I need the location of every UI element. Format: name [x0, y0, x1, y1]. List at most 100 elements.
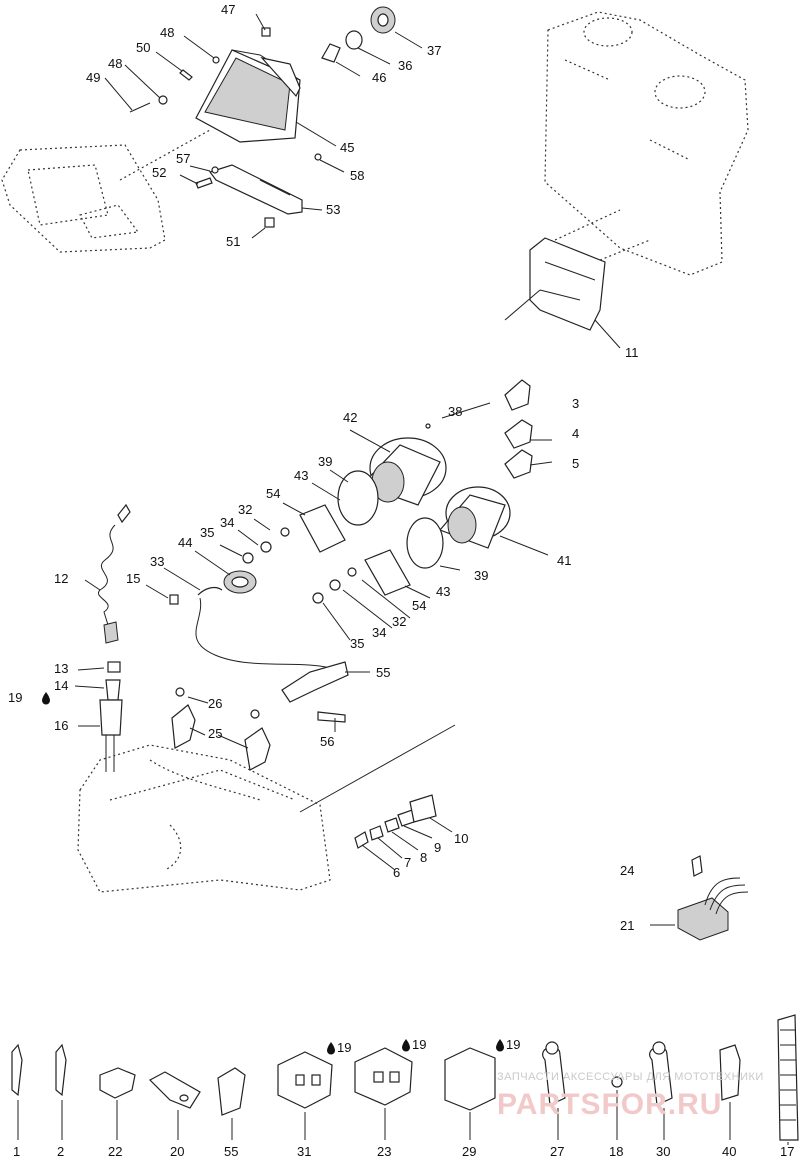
callout-45: 45 [340, 140, 354, 155]
nut-13 [107, 661, 121, 673]
callout-34: 34 [372, 625, 386, 640]
callout-22: 22 [108, 1144, 122, 1159]
callout-35: 35 [350, 636, 364, 651]
regulator-assembly [650, 855, 749, 941]
callout-36: 36 [398, 58, 412, 73]
drop-icon [42, 692, 50, 705]
callout-49: 49 [86, 70, 100, 85]
watermark-tagline: ЗАПЧАСТИ АКСЕССУАРЫ ДЛЯ МОТОТЕХНИКИ [497, 1071, 764, 1083]
callout-39: 39 [318, 454, 332, 469]
callout-4: 4 [572, 426, 579, 441]
callout-30: 30 [656, 1144, 670, 1159]
callout-55: 55 [224, 1144, 238, 1159]
screw-52 [195, 177, 213, 189]
gauge-cluster [145, 379, 553, 669]
callout-48: 48 [108, 56, 122, 71]
washer-57 [211, 166, 219, 174]
callout-2: 2 [57, 1144, 64, 1159]
screw-24 [691, 855, 703, 877]
callout-9: 9 [434, 840, 441, 855]
callout-13: 13 [54, 661, 68, 676]
callout-26: 26 [208, 696, 222, 711]
callout-19: 19 [8, 690, 22, 705]
callout-25: 25 [208, 726, 222, 741]
callout-11: 11 [625, 345, 639, 360]
callout-19: 19 [412, 1037, 426, 1052]
callout-19: 19 [337, 1040, 351, 1055]
drop-icon [402, 1039, 410, 1052]
callout-33: 33 [150, 554, 164, 569]
callout-21: 21 [620, 918, 634, 933]
callout-52: 52 [152, 165, 166, 180]
callout-7: 7 [404, 855, 411, 870]
callout-34: 34 [220, 515, 234, 530]
drop-icon [327, 1042, 335, 1055]
callout-35: 35 [200, 525, 214, 540]
callout-10: 10 [454, 831, 468, 846]
grommet-15 [169, 594, 179, 605]
callout-39: 39 [474, 568, 488, 583]
callout-43: 43 [294, 468, 308, 483]
nut-58 [314, 153, 322, 161]
callout-29: 29 [462, 1144, 476, 1159]
callout-12: 12 [54, 571, 68, 586]
callout-48: 48 [160, 25, 174, 40]
callout-31: 31 [297, 1144, 311, 1159]
regulator-21 [677, 897, 729, 941]
callout-47: 47 [221, 2, 235, 17]
callout-56: 56 [320, 734, 334, 749]
callout-24: 24 [620, 863, 634, 878]
callout-32: 32 [392, 614, 406, 629]
washer-48b [158, 95, 168, 105]
socket-4 [504, 419, 533, 449]
callout-1: 1 [13, 1144, 20, 1159]
callout-58: 58 [350, 168, 364, 183]
callout-50: 50 [136, 40, 150, 55]
callout-54: 54 [266, 486, 280, 501]
watermark: ЗАПЧАСТИ АКСЕССУАРЫ ДЛЯ МОТОТЕХНИКИ PART… [497, 1071, 764, 1121]
fuel-tank [504, 11, 749, 349]
socket-36 [345, 30, 363, 50]
nut-47 [261, 27, 271, 37]
callout-19: 19 [506, 1037, 520, 1052]
bottom-parts [11, 1014, 799, 1145]
socket-3 [504, 379, 531, 411]
callout-42: 42 [343, 410, 357, 425]
callout-44: 44 [178, 535, 192, 550]
callout-51: 51 [226, 234, 240, 249]
callout-3: 3 [572, 396, 579, 411]
callout-55: 55 [376, 665, 390, 680]
spring-50 [179, 69, 193, 81]
watermark-logo: PARTSFOR.RU [497, 1088, 722, 1121]
terminal-14 [105, 679, 121, 701]
callout-14: 14 [54, 678, 68, 693]
wiring-left [74, 503, 456, 893]
callout-43: 43 [436, 584, 450, 599]
callout-57: 57 [176, 151, 190, 166]
callout-20: 20 [170, 1144, 184, 1159]
bulb-38 [425, 423, 431, 429]
callout-38: 38 [448, 404, 462, 419]
callout-41: 41 [557, 553, 571, 568]
callout-17: 17 [780, 1144, 794, 1159]
callout-5: 5 [572, 456, 579, 471]
callout-53: 53 [326, 202, 340, 217]
boot-12 [103, 621, 119, 644]
callout-labels: 47 48 50 48 49 37 36 46 45 57 52 58 53 5… [8, 2, 794, 1159]
washer-48a [212, 56, 220, 64]
bulb-46 [321, 43, 341, 63]
callout-16: 16 [54, 718, 68, 733]
callout-32: 32 [238, 502, 252, 517]
drop-icon [496, 1039, 504, 1052]
callout-6: 6 [393, 865, 400, 880]
callout-15: 15 [126, 571, 140, 586]
socket-5 [504, 449, 533, 479]
callout-46: 46 [372, 70, 386, 85]
headlamp-assembly [1, 6, 423, 253]
switch-16 [99, 699, 123, 736]
callout-37: 37 [427, 43, 441, 58]
callout-54: 54 [412, 598, 426, 613]
callout-8: 8 [420, 850, 427, 865]
callout-40: 40 [722, 1144, 736, 1159]
